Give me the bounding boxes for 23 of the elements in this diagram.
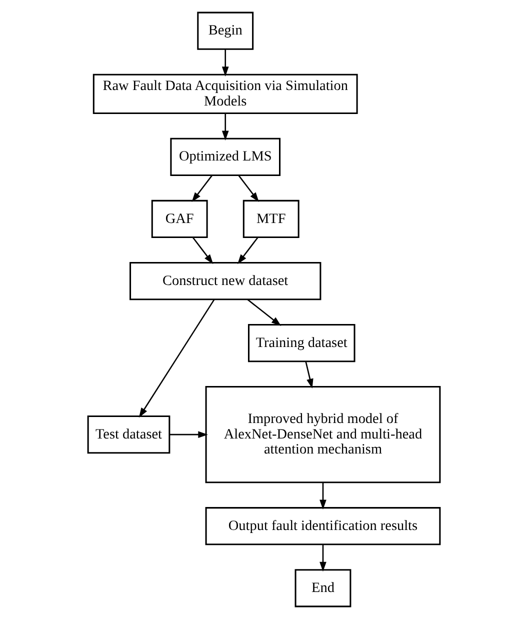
node-box: MTF: [242, 200, 299, 238]
arrow: [304, 362, 313, 389]
arrow: [192, 236, 213, 264]
arrow: [237, 236, 258, 264]
node-box: Improved hybrid model of AlexNet-DenseNet and multi-head attention mechanism: [204, 386, 440, 484]
node-box: Training dataset: [247, 324, 355, 362]
node-box: Begin: [196, 12, 254, 50]
arrow: [191, 174, 212, 202]
node-box: GAF: [150, 200, 208, 238]
node-box: Optimized LMS: [170, 138, 280, 176]
node-box: Raw Fault Data Acquisition via Simulation Models: [92, 74, 358, 114]
arrow: [138, 299, 214, 418]
arrow: [319, 544, 326, 572]
node-box: Output fault identification results: [204, 507, 440, 546]
arrow: [246, 298, 281, 326]
node-box: Construct new dataset: [129, 262, 321, 300]
arrow: [221, 113, 228, 140]
node-box: End: [294, 569, 351, 608]
arrow: [238, 174, 258, 202]
arrow: [169, 431, 208, 438]
arrow: [221, 49, 228, 76]
arrow: [319, 482, 326, 510]
node-box: Test dataset: [86, 416, 170, 454]
